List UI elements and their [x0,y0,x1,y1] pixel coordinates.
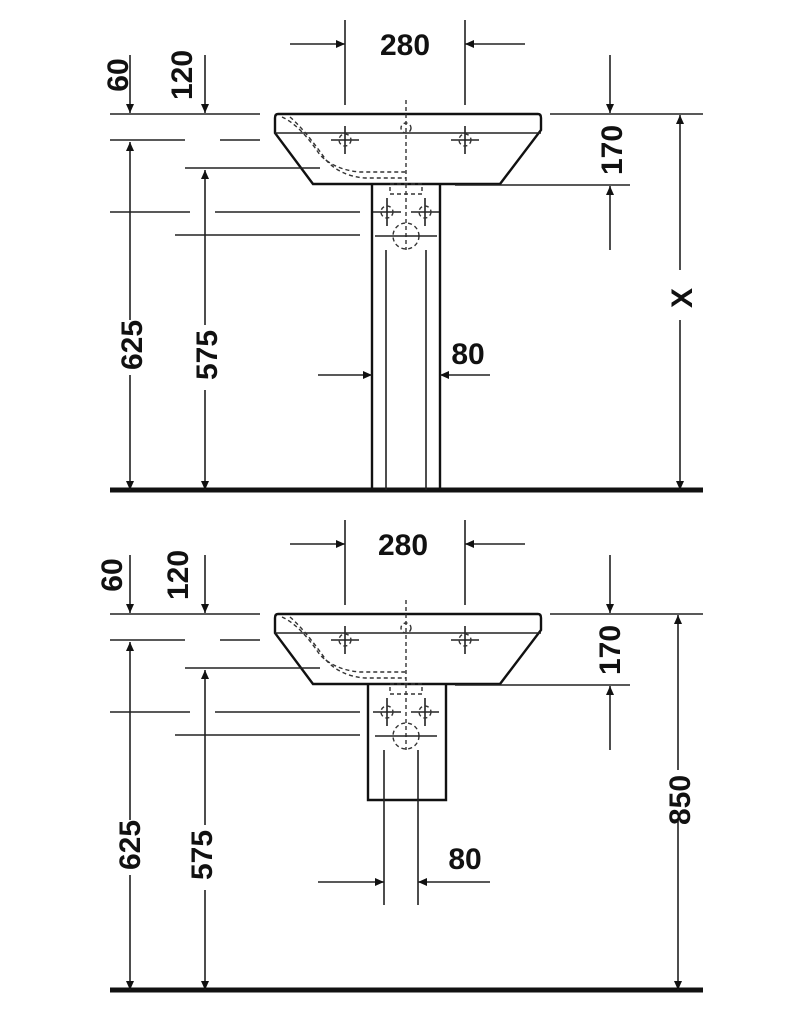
dim-80: 80 [451,338,484,371]
dim-625: 625 [116,320,149,370]
arrow-head [126,642,134,651]
arrow-head [201,670,209,679]
arrow-head [126,981,134,990]
dim-170: 170 [594,625,627,675]
arrow-head [465,540,474,548]
dim-120: 120 [166,50,199,100]
tap-hole-left-circle [338,633,352,647]
dim-170: 170 [596,125,629,175]
supply-right-circle [418,705,432,719]
supply-left-circle [380,705,394,719]
arrow-head [336,540,345,548]
arrow-head [676,481,684,490]
overflow-channel [281,616,406,679]
arrow-head [676,115,684,124]
arrow-head [336,40,345,48]
arrow-head [201,604,209,613]
dim-height: 850 [664,775,697,825]
arrow-head [606,186,614,195]
semi-pedestal-outline [366,684,448,802]
arrow-head [418,878,427,886]
arrow-head [201,981,209,990]
supply-right-circle [418,205,432,219]
dim-width: 280 [380,29,430,62]
arrow-head [674,981,682,990]
tap-hole-right-circle [458,133,472,147]
arrow-head [606,604,614,613]
dim-575: 575 [191,330,224,380]
pedestal-view: 280 60 120 170 625 575 80 X [102,20,703,493]
arrow-head [440,371,449,379]
arrow-head [126,104,134,113]
semi-pedestal-view: 280 60 120 170 625 575 80 850 [96,520,703,993]
arrow-head [201,170,209,179]
overflow-channel [281,116,406,179]
basin-outline [273,112,543,186]
dim-625: 625 [114,820,147,870]
tap-hole-left-circle [338,133,352,147]
arrow-head [375,878,384,886]
dim-width: 280 [378,529,428,562]
arrow-head [201,481,209,490]
dim-60: 60 [102,58,135,91]
tap-hole-right-circle [458,633,472,647]
dim-80: 80 [448,843,481,876]
arrow-head [674,615,682,624]
dim-120: 120 [162,550,195,600]
dim-575: 575 [186,830,219,880]
arrow-head [363,371,372,379]
arrow-head [201,104,209,113]
supply-left-circle [380,205,394,219]
arrow-head [126,481,134,490]
arrow-head [606,104,614,113]
arrow-head [465,40,474,48]
arrow-head [606,686,614,695]
arrow-head [126,142,134,151]
dim-60: 60 [96,558,129,591]
arrow-head [126,604,134,613]
basin-outline [273,612,543,686]
dim-height: X [666,288,699,308]
pedestal-outline [370,184,442,490]
